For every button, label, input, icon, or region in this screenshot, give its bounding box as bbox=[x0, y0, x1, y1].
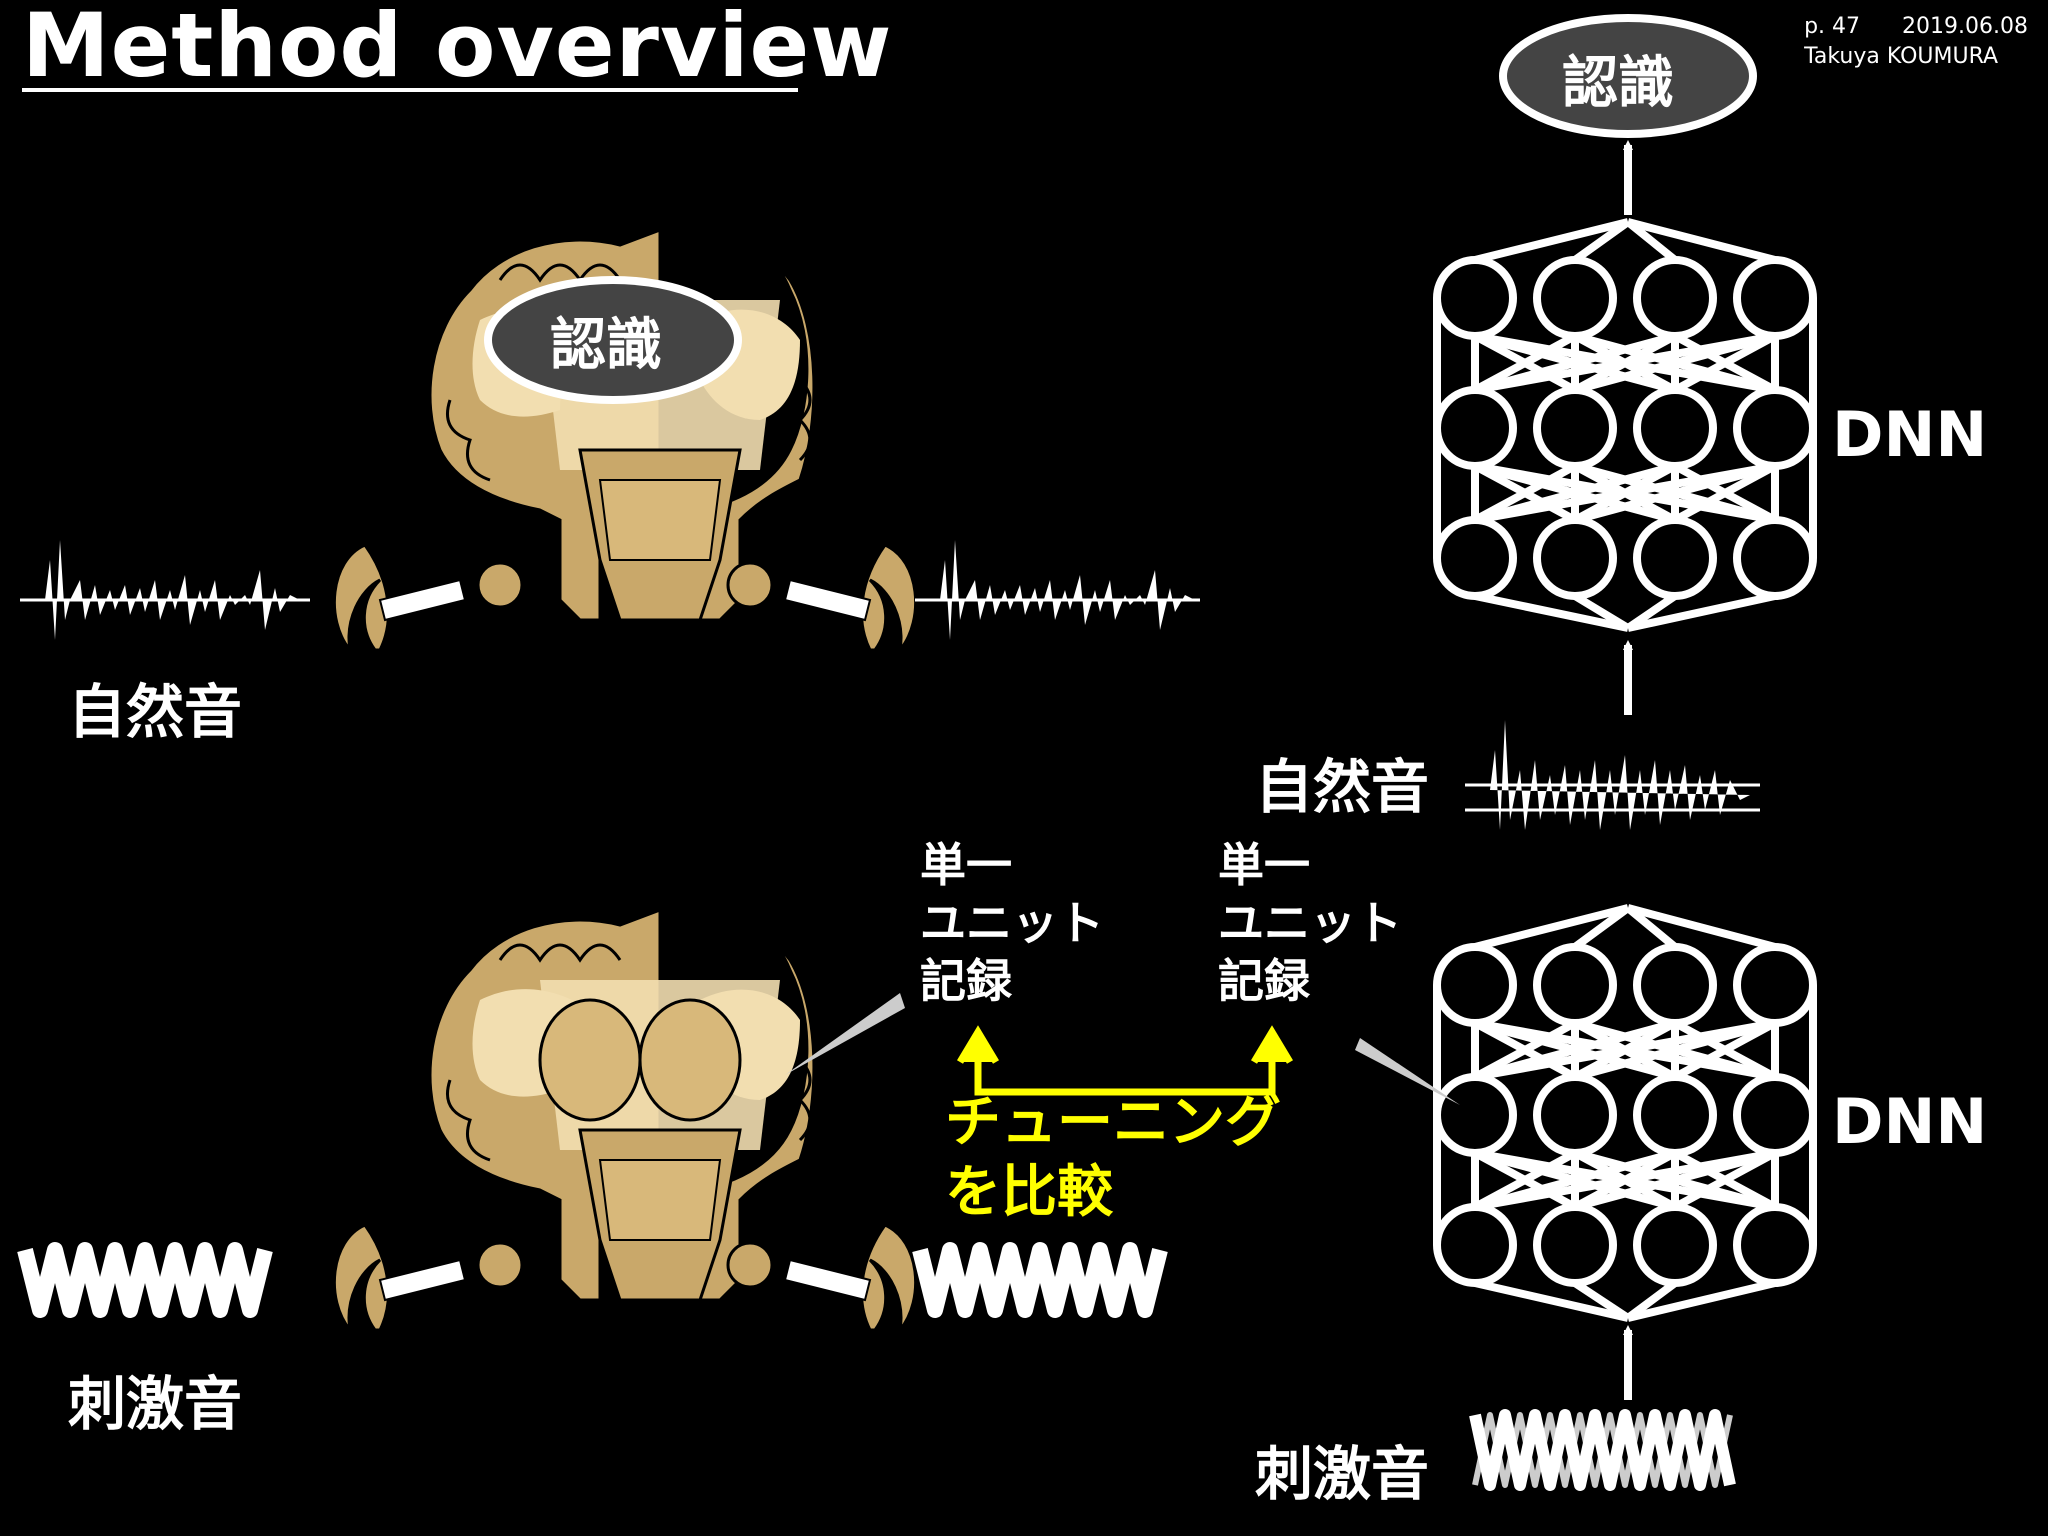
dnn-label-top: DNN bbox=[1832, 398, 1988, 471]
dnn-connection bbox=[1573, 1149, 1777, 1211]
dnn-connection bbox=[1573, 1019, 1777, 1081]
dnn-connection bbox=[1474, 1279, 1629, 1322]
slide-author: Takuya KOUMURA bbox=[1804, 44, 1999, 69]
slide-title: Method overview bbox=[22, 0, 893, 97]
natural-sound-label-dnn: 自然音 bbox=[1255, 753, 1430, 821]
dnn-node bbox=[1433, 943, 1517, 1027]
dnn-node bbox=[1733, 1073, 1817, 1157]
dnn-connection bbox=[1473, 462, 1577, 524]
dnn-connection bbox=[1673, 462, 1777, 524]
dnn-network-top bbox=[1433, 218, 1817, 632]
dnn-connection bbox=[1572, 218, 1631, 264]
natural-sound-label-left: 自然音 bbox=[68, 678, 243, 746]
dnn-node bbox=[1533, 256, 1617, 340]
dnn-node bbox=[1433, 256, 1517, 340]
dnn-connection bbox=[1473, 1149, 1577, 1211]
dnn-connection bbox=[1627, 1279, 1776, 1322]
single-unit-line1: 単一 bbox=[920, 838, 1012, 892]
slide-date: 2019.06.08 bbox=[1902, 14, 2028, 39]
stimulus-waveform-dnn bbox=[1469, 1409, 1736, 1491]
slide-meta: p. 47 2019.06.08 Takuya KOUMURA bbox=[1804, 12, 2028, 72]
compare-line2: を比較 bbox=[945, 1160, 1113, 1225]
recognition-bubble-dnn bbox=[1499, 14, 1757, 138]
dnn-connection bbox=[1474, 462, 1776, 524]
dnn-connection bbox=[1572, 904, 1631, 951]
dnn-node bbox=[1733, 1203, 1817, 1287]
dnn-connection bbox=[1673, 1019, 1777, 1081]
dnn-node bbox=[1433, 1203, 1517, 1287]
dnn-node bbox=[1433, 1073, 1517, 1157]
dnn-connection bbox=[1625, 218, 1678, 264]
single-unit-line2: ユニット bbox=[1218, 896, 1402, 950]
dnn-bottom-nodes bbox=[1433, 943, 1817, 1287]
title-underline bbox=[22, 88, 798, 92]
single-unit-label-brain: 単一 ユニット 記録 bbox=[920, 836, 1104, 1010]
recognition-label-dnn: 認識 bbox=[1562, 51, 1674, 116]
dnn-connection bbox=[1573, 332, 1777, 394]
dnn-node bbox=[1533, 1073, 1617, 1157]
dnn-node bbox=[1433, 516, 1517, 600]
page-number: p. 47 bbox=[1804, 14, 1861, 39]
single-unit-line3: 記録 bbox=[920, 954, 1012, 1008]
dnn-connection bbox=[1474, 904, 1629, 951]
compare-line1: チューニング bbox=[945, 1090, 1281, 1155]
dnn-connection bbox=[1473, 1019, 1577, 1081]
dnn-connection bbox=[1474, 218, 1629, 264]
dnn-node bbox=[1633, 1203, 1717, 1287]
dnn-node bbox=[1633, 1073, 1717, 1157]
dnn-node bbox=[1533, 386, 1617, 470]
recognition-bubble-brain bbox=[484, 276, 742, 404]
single-unit-line1: 単一 bbox=[1218, 838, 1310, 892]
single-unit-label-dnn: 単一 ユニット 記録 bbox=[1218, 836, 1402, 1010]
dnn-connection bbox=[1625, 904, 1678, 951]
dnn-label-bottom: DNN bbox=[1832, 1085, 1988, 1158]
natural-sound-waveform-dnn bbox=[1465, 720, 1760, 830]
callout-pointer-brain bbox=[785, 993, 905, 1075]
comparison-bracket bbox=[956, 1025, 1294, 1096]
compare-tuning-label: チューニング を比較 bbox=[945, 1088, 1281, 1228]
dnn-connection bbox=[1572, 592, 1631, 632]
dnn-node bbox=[1533, 1203, 1617, 1287]
dnn-node bbox=[1533, 943, 1617, 1027]
dnn-node bbox=[1633, 386, 1717, 470]
dnn-top-connections bbox=[1433, 218, 1817, 632]
dnn-connection bbox=[1626, 904, 1777, 951]
dnn-node bbox=[1633, 256, 1717, 340]
dnn-connection bbox=[1474, 332, 1776, 394]
single-unit-line2: ユニット bbox=[920, 896, 1104, 950]
dnn-connection bbox=[1673, 1149, 1777, 1211]
dnn-node bbox=[1733, 516, 1817, 600]
natural-sound-waveform-left bbox=[20, 540, 310, 640]
dnn-connection bbox=[1626, 218, 1777, 264]
dnn-node bbox=[1733, 943, 1817, 1027]
dnn-connection bbox=[1473, 332, 1577, 394]
dnn-top-nodes bbox=[1433, 256, 1817, 600]
dnn-connection bbox=[1627, 592, 1776, 632]
stimulus-sound-label-dnn: 刺激音 bbox=[1255, 1440, 1430, 1508]
dnn-connection bbox=[1673, 332, 1777, 394]
stimulus-sound-label-left: 刺激音 bbox=[68, 1370, 243, 1438]
recognition-label-brain: 認識 bbox=[550, 313, 662, 378]
dnn-bottom-connections bbox=[1433, 904, 1817, 1322]
dnn-node bbox=[1733, 386, 1817, 470]
dnn-connection bbox=[1474, 1149, 1776, 1211]
single-unit-line3: 記録 bbox=[1218, 954, 1310, 1008]
brain-illustration-bottom bbox=[332, 907, 918, 1336]
dnn-network-bottom bbox=[1433, 904, 1817, 1322]
dnn-connection bbox=[1572, 1279, 1631, 1322]
dnn-node bbox=[1733, 256, 1817, 340]
dnn-node bbox=[1433, 386, 1517, 470]
dnn-node bbox=[1633, 943, 1717, 1027]
meta-line-1: p. 47 2019.06.08 bbox=[1804, 12, 2028, 42]
dnn-node bbox=[1633, 516, 1717, 600]
stimulus-waveform-left bbox=[17, 1242, 273, 1318]
stimulus-waveform-ear bbox=[912, 1242, 1168, 1318]
dnn-connection bbox=[1474, 1019, 1776, 1081]
dnn-connection bbox=[1474, 592, 1629, 632]
dnn-node bbox=[1533, 516, 1617, 600]
callout-pointer-dnn bbox=[1355, 1038, 1460, 1105]
natural-sound-waveform-ear bbox=[915, 540, 1200, 640]
dnn-connection bbox=[1573, 462, 1777, 524]
